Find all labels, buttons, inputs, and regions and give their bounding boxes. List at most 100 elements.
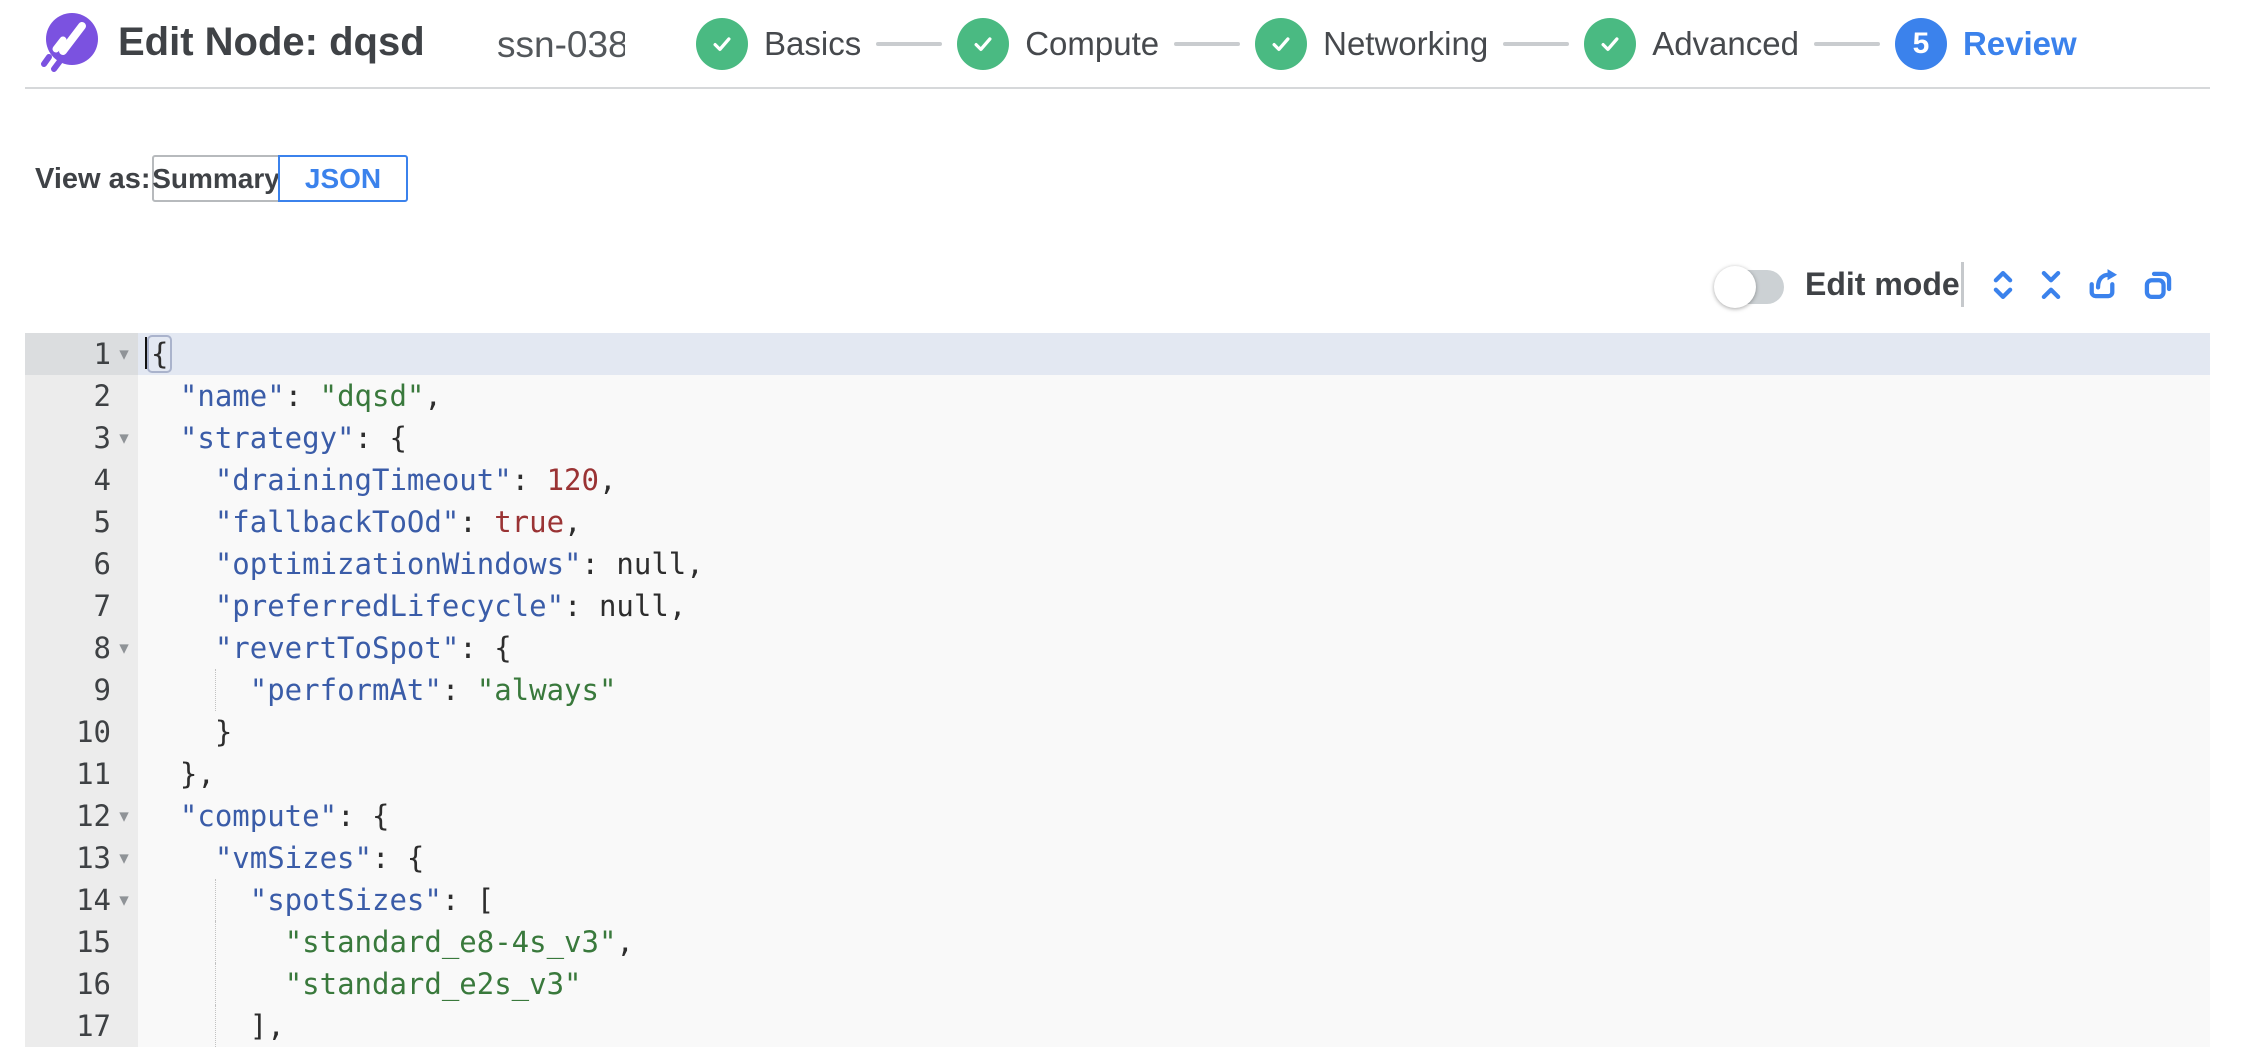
step-label: Basics <box>764 25 862 62</box>
gutter-cell: 2 <box>25 375 138 417</box>
code-line[interactable]: "optimizationWindows": null, <box>138 543 2210 585</box>
code-line[interactable]: { <box>138 333 2210 375</box>
code-line[interactable]: "revertToSpot": { <box>138 627 2210 669</box>
expand-all-button[interactable] <box>1984 266 2022 304</box>
fold-arrow-icon[interactable]: ▾ <box>119 805 129 827</box>
fold-arrow-icon[interactable]: ▾ <box>119 847 129 869</box>
code-line[interactable]: "vmSizes": { <box>138 837 2210 879</box>
step-number-badge: 5 <box>1894 18 1947 70</box>
editor-line[interactable]: 8▾ "revertToSpot": { <box>25 627 2210 669</box>
line-number: 2 <box>93 379 111 413</box>
code-line[interactable]: "fallbackToOd": true, <box>138 501 2210 543</box>
gutter-cell: 8▾ <box>25 627 138 669</box>
editor-line[interactable]: 7 "preferredLifecycle": null, <box>25 585 2210 627</box>
collapse-all-icon <box>2041 270 2061 300</box>
step-label: Advanced <box>1652 25 1799 62</box>
code-line[interactable]: }, <box>138 753 2210 795</box>
gutter-cell: 3▾ <box>25 417 138 459</box>
line-number: 7 <box>93 589 111 623</box>
editor-line[interactable]: 9 "performAt": "always" <box>25 669 2210 711</box>
code-line[interactable]: "preferredLifecycle": null, <box>138 585 2210 627</box>
code-line[interactable]: ], <box>138 1005 2210 1047</box>
code-line[interactable]: "standard_e2s_v3" <box>138 963 2210 1005</box>
indent-guide <box>214 669 216 711</box>
editor-line[interactable]: 17 ], <box>25 1005 2210 1047</box>
editor-line[interactable]: 4 "drainingTimeout": 120, <box>25 459 2210 501</box>
step-basics[interactable]: Basics <box>696 18 861 70</box>
step-advanced[interactable]: Advanced <box>1584 18 1799 70</box>
copy-button[interactable] <box>2139 266 2177 304</box>
line-number: 1 <box>93 337 111 371</box>
edit-mode-label: Edit mode <box>1805 266 1960 302</box>
editor-line[interactable]: 10 } <box>25 711 2210 753</box>
gutter-cell: 11 <box>25 753 138 795</box>
expand-all-icon <box>1993 270 2013 300</box>
step-review[interactable]: 5 Review <box>1894 18 2077 70</box>
code-line[interactable]: } <box>138 711 2210 753</box>
code-line[interactable]: "standard_e8-4s_v3", <box>138 921 2210 963</box>
editor-line[interactable]: 1▾{ <box>25 333 2210 375</box>
step-label: Networking <box>1323 25 1489 62</box>
editor-line[interactable]: 11 }, <box>25 753 2210 795</box>
editor-line[interactable]: 15 "standard_e8-4s_v3", <box>25 921 2210 963</box>
check-icon <box>1584 18 1637 70</box>
fold-arrow-icon[interactable]: ▾ <box>119 889 129 911</box>
editor-line[interactable]: 3▾ "strategy": { <box>25 417 2210 459</box>
line-number: 15 <box>76 925 111 959</box>
gutter-cell: 15 <box>25 921 138 963</box>
code-line[interactable]: "spotSizes": [ <box>138 879 2210 921</box>
toolbar-divider <box>1961 262 1964 307</box>
line-number: 17 <box>76 1009 111 1043</box>
gutter-cell: 4 <box>25 459 138 501</box>
export-icon <box>2089 269 2118 299</box>
step-networking[interactable]: Networking <box>1255 18 1488 70</box>
spot-logo-icon <box>38 13 100 75</box>
gutter-cell: 9 <box>25 669 138 711</box>
text-cursor <box>145 337 147 369</box>
editor-line[interactable]: 14 ▾ "spotSizes": [ <box>25 879 2210 921</box>
editor-line[interactable]: 2 "name": "dqsd", <box>25 375 2210 417</box>
gutter-cell: 1▾ <box>25 333 138 375</box>
step-label: Compute <box>1025 25 1160 62</box>
fold-arrow-icon[interactable]: ▾ <box>119 343 129 365</box>
line-number: 16 <box>76 967 111 1001</box>
code-line[interactable]: "drainingTimeout": 120, <box>138 459 2210 501</box>
line-number: 13 <box>76 841 111 875</box>
export-button[interactable] <box>2083 266 2121 304</box>
step-connector <box>876 42 943 46</box>
view-as-label: View as: <box>35 163 151 195</box>
line-number: 8 <box>93 631 111 665</box>
step-label: Review <box>1962 25 2077 62</box>
indent-guide <box>214 879 216 921</box>
code-line[interactable]: "performAt": "always" <box>138 669 2210 711</box>
wizard-header: Edit Node: dqsd ssn-038 Basics Compute Net… <box>0 0 2250 88</box>
editor-line[interactable]: 16 "standard_e2s_v3" <box>25 963 2210 1005</box>
gutter-cell: 14 ▾ <box>25 879 138 921</box>
editor-line[interactable]: 13 ▾ "vmSizes": { <box>25 837 2210 879</box>
code-line[interactable]: "name": "dqsd", <box>138 375 2210 417</box>
code-line[interactable]: "compute": { <box>138 795 2210 837</box>
json-button[interactable]: JSON <box>278 155 408 202</box>
indent-guide <box>214 1005 216 1047</box>
summary-button[interactable]: Summary <box>152 155 280 202</box>
line-number: 9 <box>93 673 111 707</box>
node-id-subtitle: ssn-038 <box>497 24 625 65</box>
collapse-all-button[interactable] <box>2032 266 2070 304</box>
fold-arrow-icon[interactable]: ▾ <box>119 637 129 659</box>
editor-line[interactable]: 6 "optimizationWindows": null, <box>25 543 2210 585</box>
fold-arrow-icon[interactable]: ▾ <box>119 427 129 449</box>
code-line[interactable]: "strategy": { <box>138 417 2210 459</box>
json-editor[interactable]: 1▾{2 "name": "dqsd",3▾ "strategy": {4 "d… <box>25 333 2210 1047</box>
line-number: 3 <box>93 421 111 455</box>
step-compute[interactable]: Compute <box>957 18 1159 70</box>
line-number: 11 <box>76 757 111 791</box>
editor-line[interactable]: 5 "fallbackToOd": true, <box>25 501 2210 543</box>
page-title: Edit Node: dqsd <box>118 20 425 64</box>
gutter-cell: 10 <box>25 711 138 753</box>
editor-line[interactable]: 12▾ "compute": { <box>25 795 2210 837</box>
toggle-knob[interactable] <box>1714 266 1756 308</box>
edit-mode-toggle[interactable] <box>1714 266 1784 308</box>
line-number: 6 <box>93 547 111 581</box>
line-number: 14 <box>76 883 111 917</box>
gutter-cell: 17 <box>25 1005 138 1047</box>
